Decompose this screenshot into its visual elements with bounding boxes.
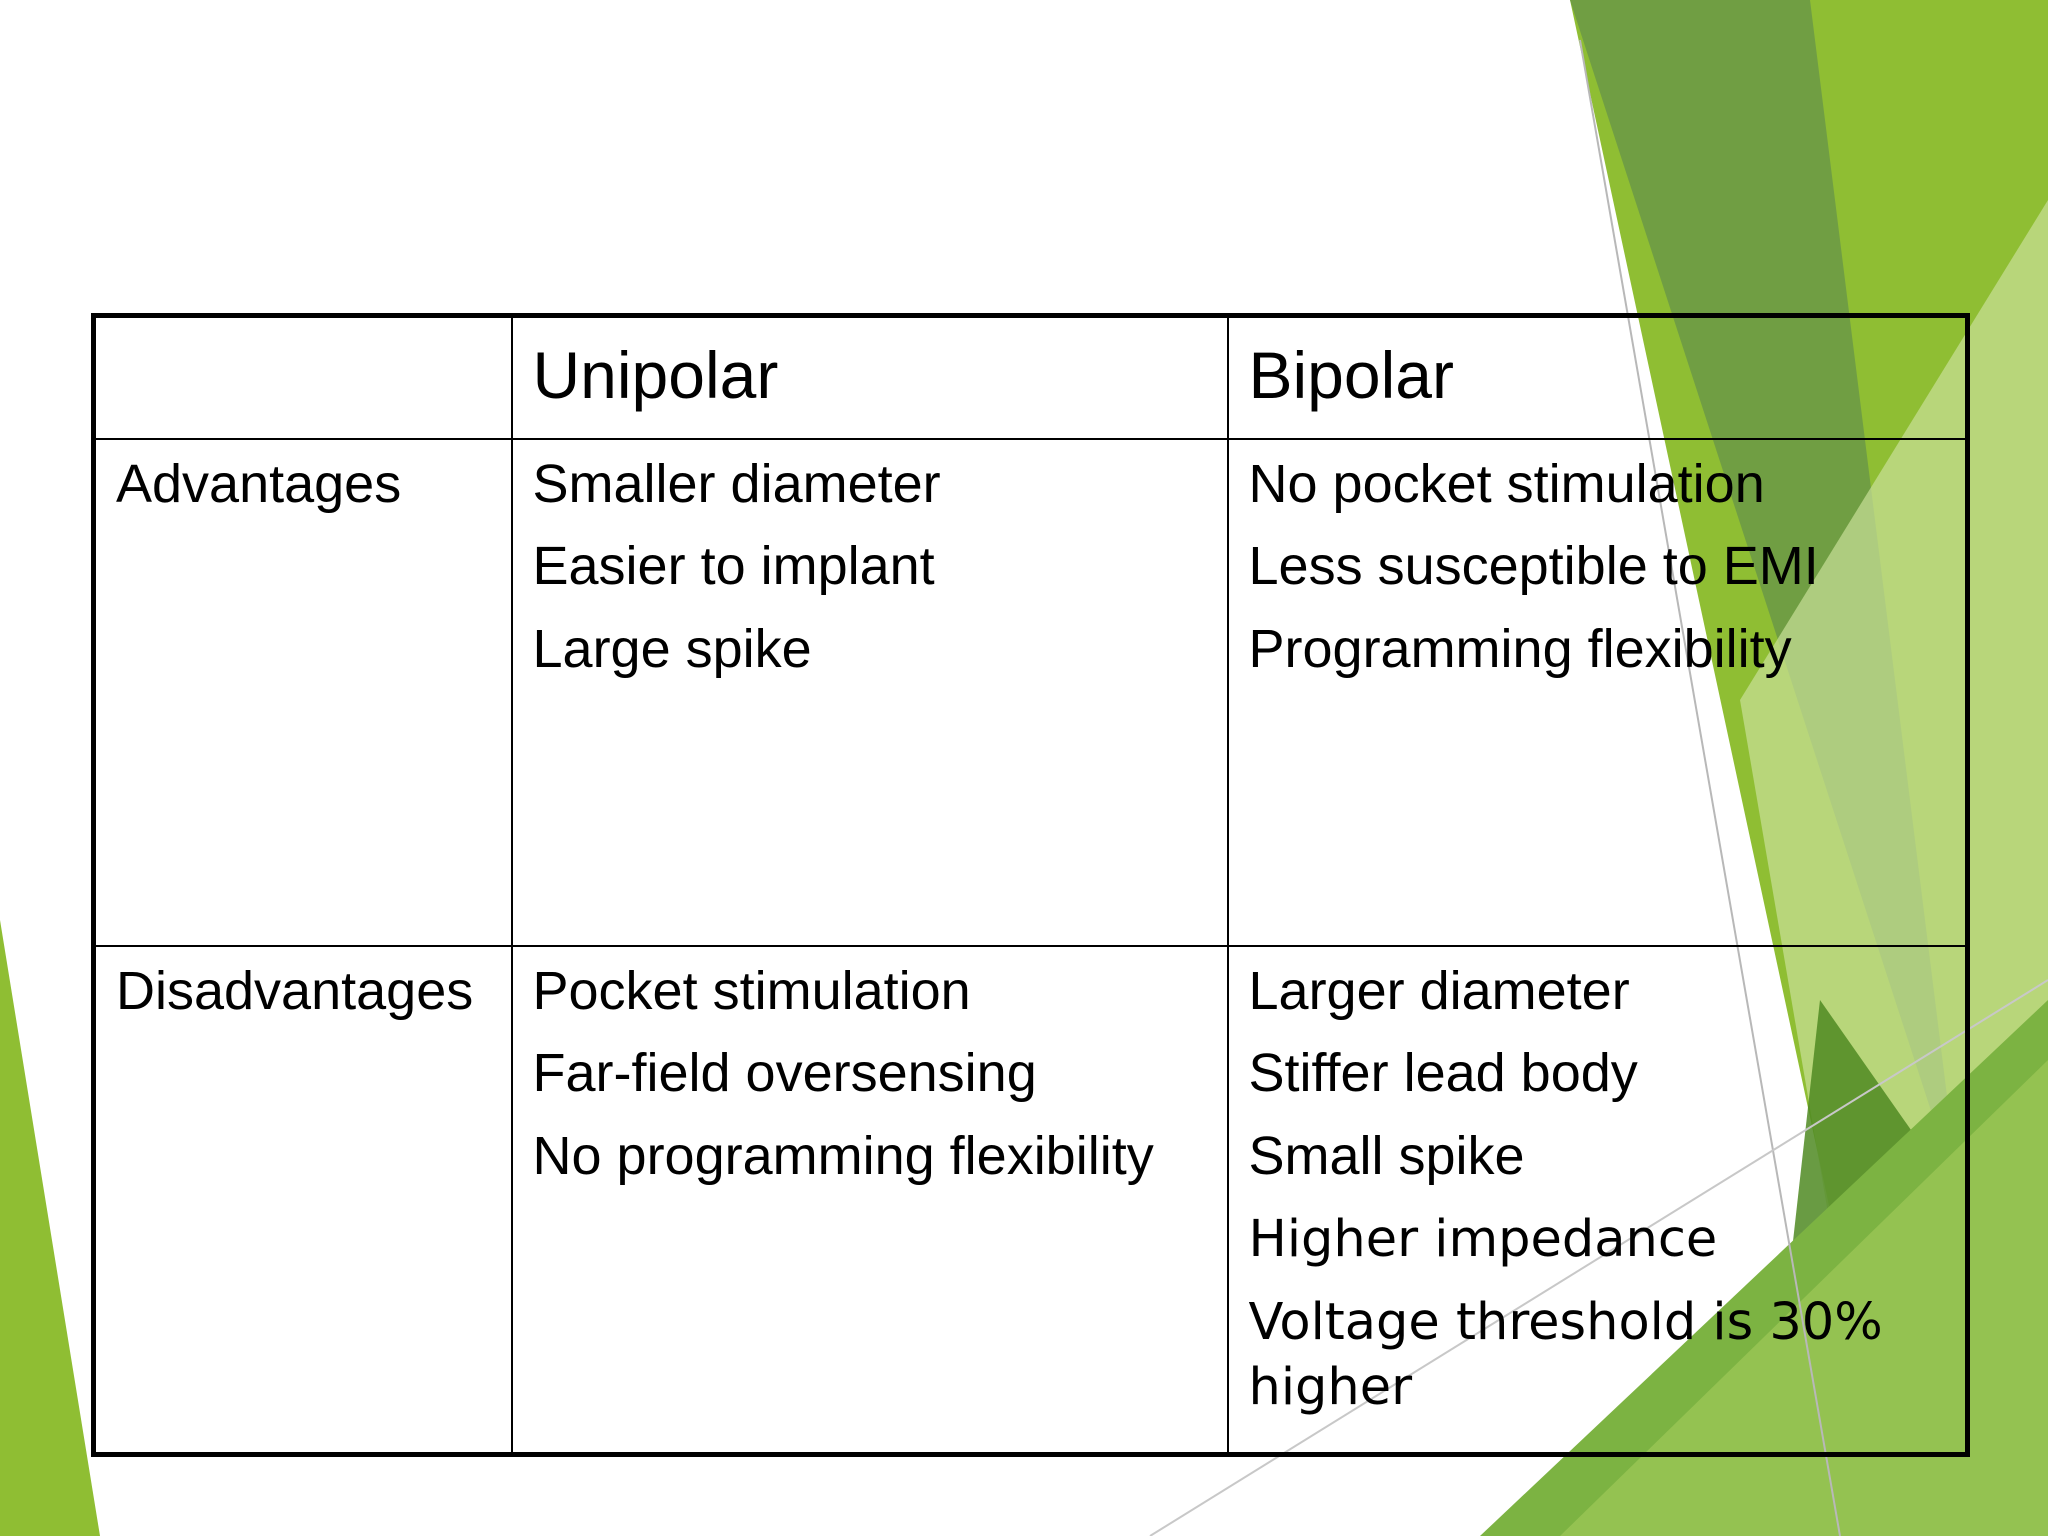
comparison-table: Unipolar Bipolar Advantages Smaller diam… bbox=[91, 313, 1970, 1457]
list-item: Large spike bbox=[532, 619, 812, 680]
list-item: Far-field oversensing bbox=[532, 1043, 1037, 1104]
row-label-advantages: Advantages bbox=[92, 437, 513, 947]
header-corner-cell bbox=[92, 314, 513, 440]
list-item: No pocket stimulation bbox=[1248, 453, 1765, 514]
table-row-disadvantages: Disadvantages Pocket stimulation Far-fie… bbox=[92, 944, 1969, 1456]
list-item: Pocket stimulation bbox=[532, 960, 971, 1021]
table-row-advantages: Advantages Smaller diameter Easier to im… bbox=[92, 437, 1969, 947]
list-item: Voltage threshold is 30% higher bbox=[1248, 1293, 1883, 1418]
list-item: Programming flexibility bbox=[1248, 619, 1792, 680]
list-item: Small spike bbox=[1248, 1126, 1525, 1187]
list-item: Larger diameter bbox=[1248, 960, 1630, 1021]
disadvantages-bipolar-cell: Larger diameter Stiffer lead body Small … bbox=[1226, 944, 1969, 1456]
list-item: Less susceptible to EMI bbox=[1248, 536, 1819, 597]
list-item: Smaller diameter bbox=[532, 453, 941, 514]
header-bipolar: Bipolar bbox=[1226, 314, 1969, 440]
list-item: Easier to implant bbox=[532, 536, 935, 597]
advantages-bipolar-cell: No pocket stimulation Less susceptible t… bbox=[1226, 437, 1969, 947]
table-header-row: Unipolar Bipolar bbox=[92, 314, 1969, 440]
left-green-sliver bbox=[0, 920, 100, 1536]
row-label-disadvantages: Disadvantages bbox=[92, 944, 513, 1456]
header-unipolar: Unipolar bbox=[510, 314, 1229, 440]
list-item: Higher impedance bbox=[1248, 1209, 1718, 1269]
list-item: No programming flexibility bbox=[532, 1126, 1154, 1187]
advantages-unipolar-cell: Smaller diameter Easier to implant Large… bbox=[510, 437, 1229, 947]
list-item: Stiffer lead body bbox=[1248, 1043, 1638, 1104]
disadvantages-unipolar-cell: Pocket stimulation Far-field oversensing… bbox=[510, 944, 1229, 1456]
